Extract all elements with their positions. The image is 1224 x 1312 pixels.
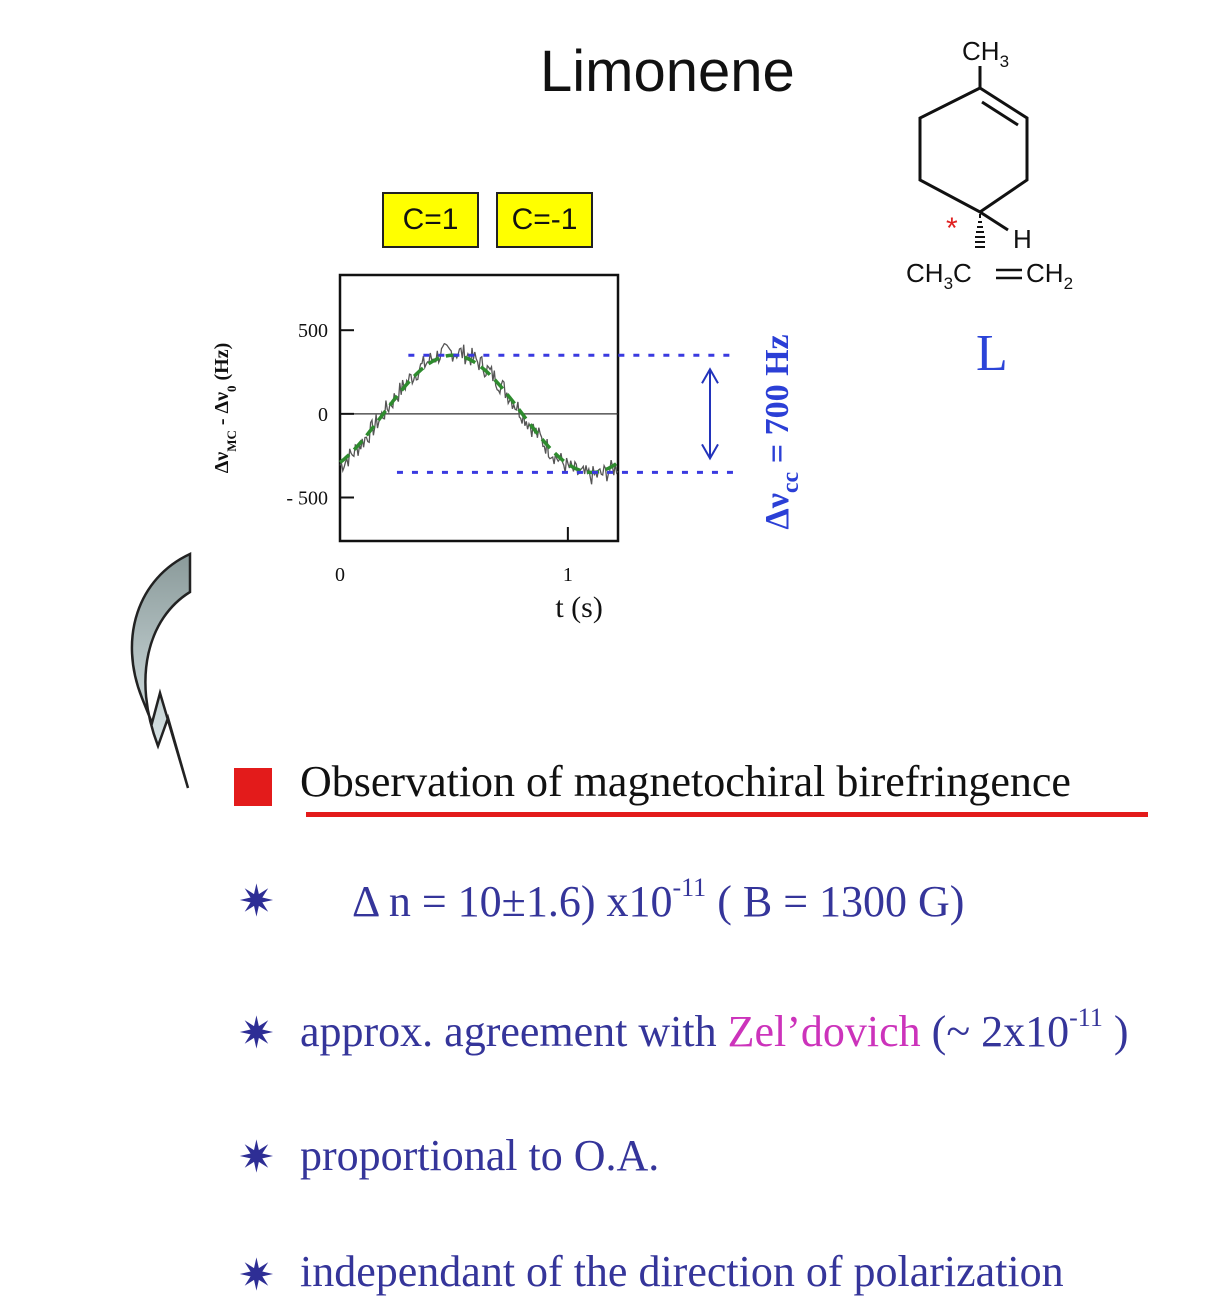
arrow-head-up xyxy=(701,367,719,384)
heading-text: Observation of magnetochiral birefringen… xyxy=(300,757,1071,806)
fit-curve xyxy=(338,353,620,475)
x-tick-label: 1 xyxy=(563,564,573,586)
plot-frame xyxy=(338,273,620,543)
x-tick-label: 0 xyxy=(335,564,345,586)
limonene-structure: CH3 * H CH3C CH2 L xyxy=(906,36,1073,382)
x-axis-label: t (s) xyxy=(555,591,603,624)
condition-box-c1: C=1 xyxy=(382,192,479,248)
y-axis-label: ΔνMC - Δν0 (Hz) xyxy=(211,343,239,474)
chart: 500 0 - 500 0 1 t (s) ΔνMC - Δν0 (Hz) Δνcc = 70… xyxy=(211,273,804,624)
y-tick-label: 500 xyxy=(298,320,328,342)
bullet-star-icon: ✷ xyxy=(238,1250,275,1301)
bullet-independent: independant of the direction of polariza… xyxy=(300,1247,1064,1296)
enantiomer-label: L xyxy=(976,325,1008,382)
heading-underline xyxy=(306,812,1148,817)
isopropenyl-label: CH3C xyxy=(906,258,972,293)
arrow-head-down xyxy=(701,443,719,461)
delta-nu-cc-annotation: Δνcc = 700 Hz xyxy=(759,334,804,529)
bullet-star-icon: ✷ xyxy=(238,876,275,927)
chiral-center-mark: * xyxy=(946,212,958,245)
bullet-proportional: proportional to O.A. xyxy=(300,1131,660,1180)
ch3-top-label: CH3 xyxy=(962,36,1009,71)
slide-title: Limonene xyxy=(540,39,795,104)
heading-bullet xyxy=(234,768,272,806)
measured-trace xyxy=(339,342,619,485)
curved-arrow-icon xyxy=(130,552,192,789)
bullet-agreement: approx. agreement with Zel’dovich (~ 2x1… xyxy=(300,1003,1129,1056)
y-tick-label: - 500 xyxy=(286,488,328,510)
y-tick-label: 0 xyxy=(318,404,328,426)
condition-box-c-minus-1: C=-1 xyxy=(496,192,593,248)
bullet-star-icon: ✷ xyxy=(238,1008,275,1059)
cyclohexene-ring xyxy=(918,86,1029,214)
h-label: H xyxy=(1013,224,1032,254)
bullet-star-icon: ✷ xyxy=(238,1132,275,1183)
bullet-delta-n: Δ n = 10±1.6) x10-11 ( B = 1300 G) xyxy=(352,873,965,926)
svg-text:CH2: CH2 xyxy=(1026,258,1073,293)
